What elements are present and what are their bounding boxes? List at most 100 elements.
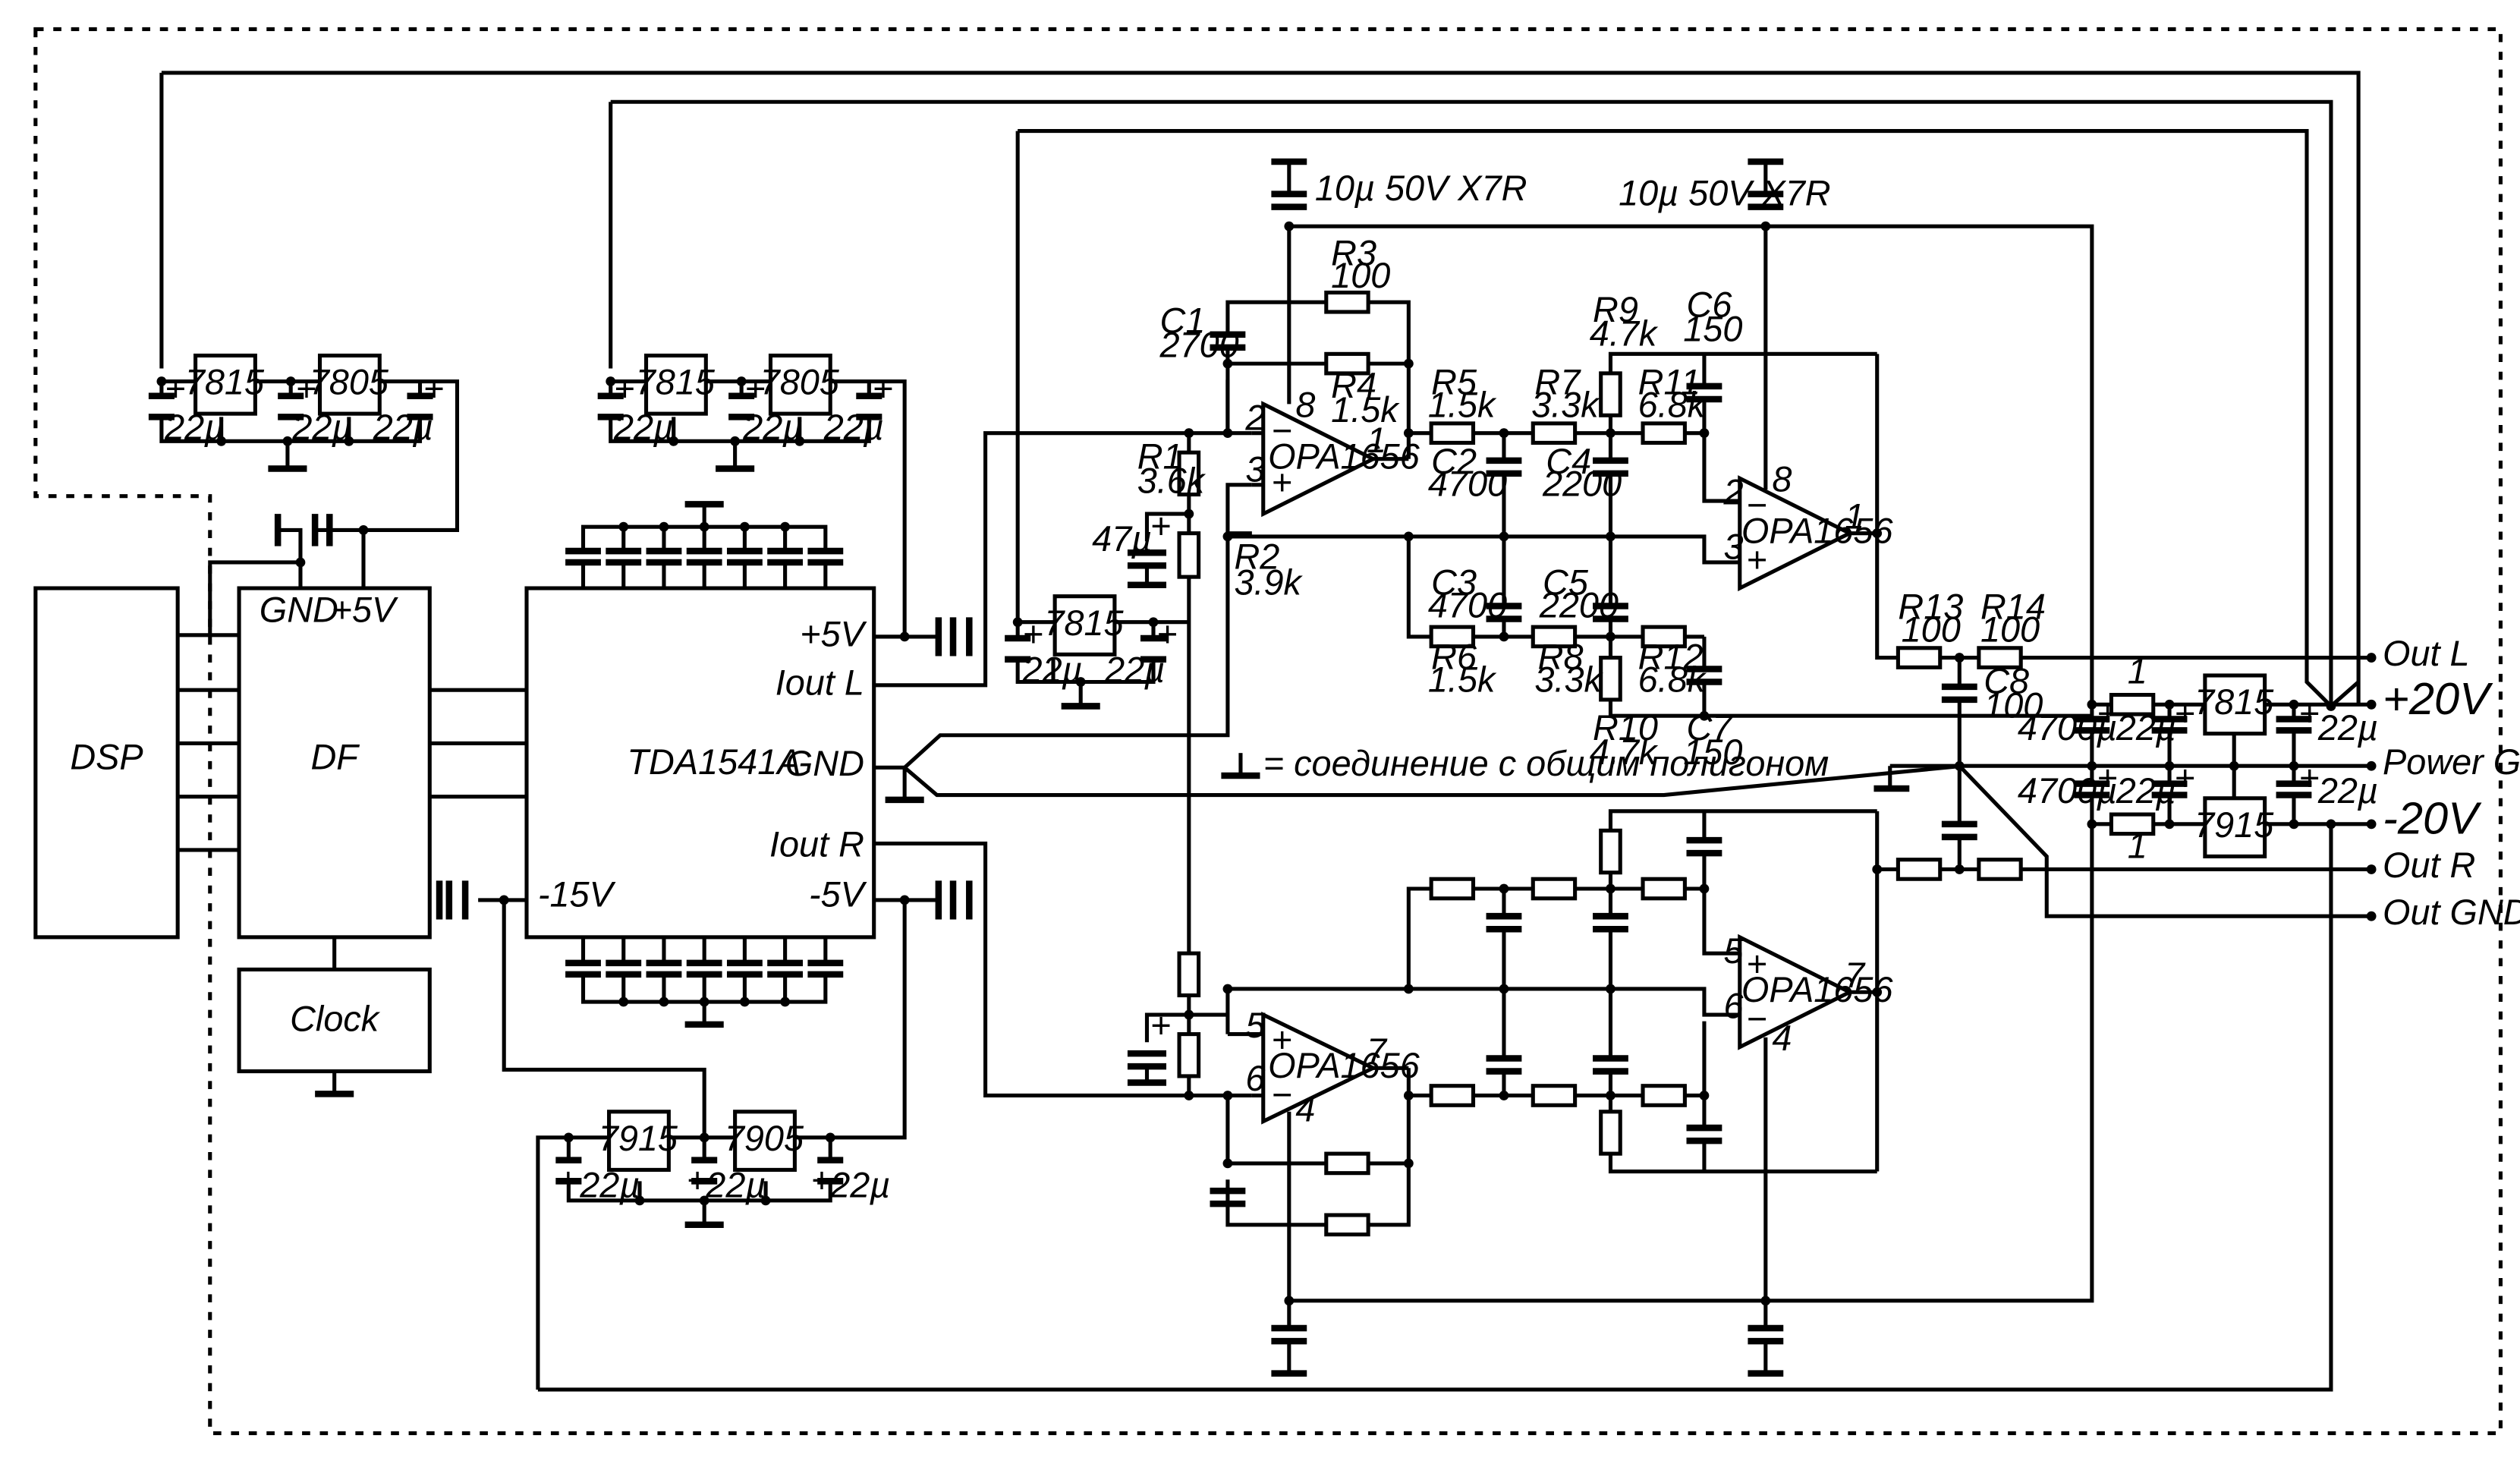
opamp-u1-minus: − — [1271, 411, 1291, 450]
tda-pin-plus5v: +5V — [800, 615, 867, 654]
cap-22u-label: 22µ — [829, 1166, 890, 1205]
r1-value: 3.6k — [1137, 461, 1207, 500]
tda-pin-minus5v: -5V — [809, 874, 867, 914]
c5-value: 2200 — [1539, 585, 1619, 625]
tda1541a-label: TDA1541A — [627, 742, 801, 782]
opamp-u4-plus: + — [1746, 944, 1767, 984]
cap-22u-label: 22µ — [613, 408, 674, 447]
regulator-7915-output-label: 7915 — [2194, 805, 2274, 845]
opamp-u3-pin5: 5 — [1245, 1006, 1266, 1045]
cap-22u-label: 22µ — [2116, 771, 2176, 811]
c4-label: C4 — [1546, 442, 1591, 481]
regulator-7915-output — [2203, 796, 2267, 858]
r1-label: R1 — [1137, 436, 1183, 476]
cap-22u-label: 22µ — [1022, 650, 1083, 690]
res-1-label: 1 — [2128, 826, 2147, 866]
regulator-7805-a — [317, 353, 382, 416]
cap-plus: + — [2298, 694, 2319, 733]
regulator-7815-bias-label: 7815 — [1044, 603, 1124, 643]
cap-plus: + — [2174, 758, 2194, 798]
cap-plus: + — [2097, 694, 2117, 733]
cap-plus: + — [2298, 758, 2319, 798]
decap-label-u1: 10µ 50V X7R — [1315, 168, 1527, 208]
cap-22u-label: 22µ — [2317, 708, 2378, 748]
c3-label: C3 — [1431, 563, 1477, 603]
cap-plus: + — [744, 369, 765, 408]
opamp-u1 — [1225, 401, 1409, 534]
opamp-u1-plus: + — [1271, 463, 1291, 502]
cap-plus: + — [2097, 758, 2117, 798]
opamp-u3-pin7: 7 — [1367, 1031, 1388, 1071]
df-block — [237, 586, 432, 940]
bias-regulator — [1005, 617, 1189, 710]
r4-value: 1.5k — [1331, 390, 1400, 430]
regulator-7915-a-label: 7915 — [599, 1119, 678, 1158]
tda-pin-iout-l: Iout L — [776, 663, 864, 703]
opamp-u1-pin8: 8 — [1295, 385, 1315, 424]
cap-22u-label: 22µ — [705, 1166, 766, 1205]
filter-left — [1222, 351, 2092, 721]
terminal-out-l: Out L — [2383, 634, 2470, 673]
r11-label: R11 — [1638, 363, 1700, 402]
r6-value: 1.5k — [1428, 660, 1497, 699]
tda-decoupling-caps — [565, 501, 844, 1028]
r7-label: R7 — [1534, 363, 1581, 402]
opamp-u4-label: OPA1656 — [1741, 970, 1894, 1009]
c8-value: 100 — [1984, 685, 2043, 725]
tda-pin-iout-r: Iout R — [769, 824, 864, 864]
c4-value: 2200 — [1542, 464, 1622, 504]
cap-plus: + — [873, 369, 893, 408]
cap-22u-label: 22µ — [2116, 708, 2176, 748]
r8-label: R8 — [1538, 637, 1584, 676]
r14-value: 100 — [1980, 609, 2040, 649]
r12-label: R12 — [1638, 637, 1704, 676]
c6-value: 150 — [1683, 309, 1742, 348]
regulator-7805-b-label: 7805 — [760, 363, 840, 402]
cap-plus: + — [423, 369, 444, 408]
opamp-u2-pin3: 3 — [1723, 527, 1743, 567]
r5-value: 1.5k — [1428, 385, 1497, 424]
regulator-7815-b — [643, 353, 708, 416]
r5-label: R5 — [1431, 363, 1477, 402]
clock-block — [237, 967, 432, 1074]
cap-plus: + — [296, 369, 316, 408]
opamp-u3-pin4: 4 — [1295, 1090, 1315, 1129]
regulator-7805-b — [768, 353, 832, 416]
opamp-u3 — [1188, 984, 1414, 1377]
cap-22u-label: 22µ — [579, 1166, 640, 1205]
cap-plus: + — [165, 369, 185, 408]
terminal-out-r: Out R — [2383, 845, 2475, 885]
tda-pin-minus15v: -15V — [538, 874, 616, 914]
r10-label: R10 — [1593, 708, 1658, 748]
regulator-group-tda-positive — [597, 376, 907, 639]
df-label: DF — [310, 737, 360, 776]
c1-label: C1 — [1160, 301, 1206, 341]
c6-label: C6 — [1687, 285, 1733, 324]
opamp-u1-pin3: 3 — [1245, 450, 1265, 490]
c2-value: 4700 — [1428, 464, 1507, 504]
cap-4700u-label: 4700µ — [2018, 771, 2117, 811]
regulator-7815-b-label: 7815 — [636, 363, 716, 402]
opamp-u4-pin6: 6 — [1723, 986, 1744, 1025]
opamp-u4-pin4: 4 — [1772, 1019, 1792, 1058]
opamp-u2 — [1738, 158, 1899, 660]
cap-4700u-label: 4700µ — [2018, 708, 2117, 748]
opamp-u3-label: OPA1656 — [1268, 1046, 1420, 1085]
regulator-7815-a — [193, 353, 257, 416]
cap-plus: + — [811, 1160, 832, 1200]
r13-value: 100 — [1902, 609, 1961, 649]
r3-value: 100 — [1331, 256, 1390, 295]
regulator-group-tda-negative — [502, 899, 907, 1390]
cap-plus: + — [1150, 506, 1171, 546]
u1-feedback — [1210, 158, 2094, 695]
regulator-7815-output-label: 7815 — [2194, 682, 2274, 722]
dsp-block — [33, 586, 180, 940]
r2-label: R2 — [1234, 537, 1279, 576]
terminal-minus-20v: -20V — [2383, 793, 2482, 844]
decap-label-u2: 10µ 50V X7R — [1619, 173, 1831, 213]
cap-plus: + — [557, 1160, 577, 1200]
opamp-u3-plus: + — [1271, 1020, 1291, 1059]
opamp-u2-pin8: 8 — [1772, 459, 1792, 499]
opamp-u2-plus: + — [1746, 540, 1767, 580]
opamp-u2-pin1: 1 — [1845, 496, 1864, 536]
